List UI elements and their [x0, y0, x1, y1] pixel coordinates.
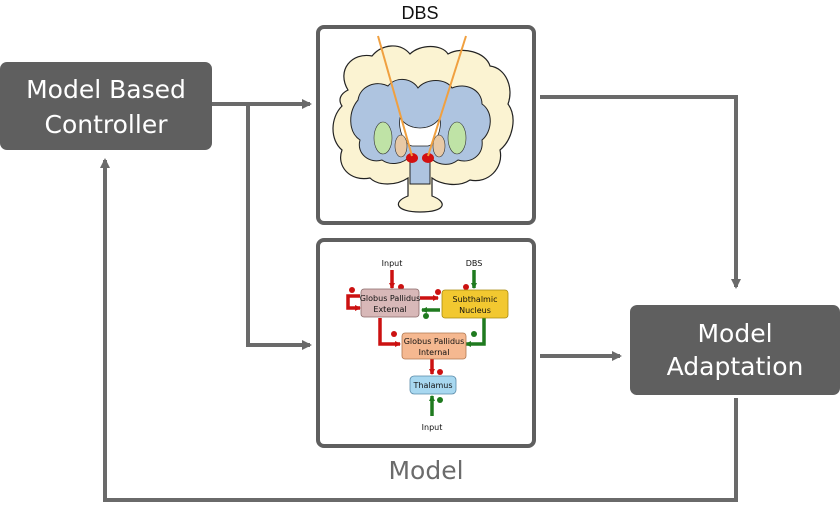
node-globus-pallidus-internal: Globus Pallidus Internal [401, 332, 467, 360]
controller-label-line1: Model Based [26, 75, 186, 104]
synapse-dots [349, 284, 477, 403]
arrow-dbs-to-adaptation [540, 95, 741, 289]
svg-text:External: External [373, 305, 406, 314]
arrow-feedback-loop [100, 158, 738, 502]
svg-text:Globus Pallidus: Globus Pallidus [404, 337, 465, 346]
input-dbs-label: DBS [466, 259, 483, 268]
model-caption: Model [388, 456, 463, 485]
adaptation-label-line2: Adaptation [667, 352, 804, 381]
brain-illustration [332, 35, 514, 213]
node-thalamus: Thalamus [409, 375, 457, 395]
connector-arrows [100, 95, 741, 502]
svg-text:Internal: Internal [419, 348, 450, 357]
svg-text:Globus Pallidus: Globus Pallidus [360, 294, 421, 303]
input-bottom-label: Input [422, 423, 443, 432]
model-adaptation-box: Model Adaptation [630, 305, 840, 395]
adaptation-label-line1: Model [697, 319, 772, 348]
arrow-controller-to-model [246, 104, 312, 350]
svg-text:Nucleus: Nucleus [459, 306, 491, 315]
controller-label-line2: Controller [45, 110, 169, 139]
node-globus-pallidus-external: Globus Pallidus External [360, 288, 421, 318]
model-panel: Model Input DBS Input [316, 238, 536, 485]
svg-text:Thalamus: Thalamus [412, 381, 452, 390]
node-subthalamic-nucleus: Subthalmic Nucleus [441, 289, 509, 319]
pathway-arrows [346, 270, 486, 416]
input-top-left-label: Input [382, 259, 403, 268]
dbs-brain-panel [316, 25, 536, 225]
model-based-controller-box: Model Based Controller [0, 62, 212, 150]
dbs-title: DBS [401, 3, 438, 23]
svg-text:Subthalmic: Subthalmic [453, 295, 498, 304]
